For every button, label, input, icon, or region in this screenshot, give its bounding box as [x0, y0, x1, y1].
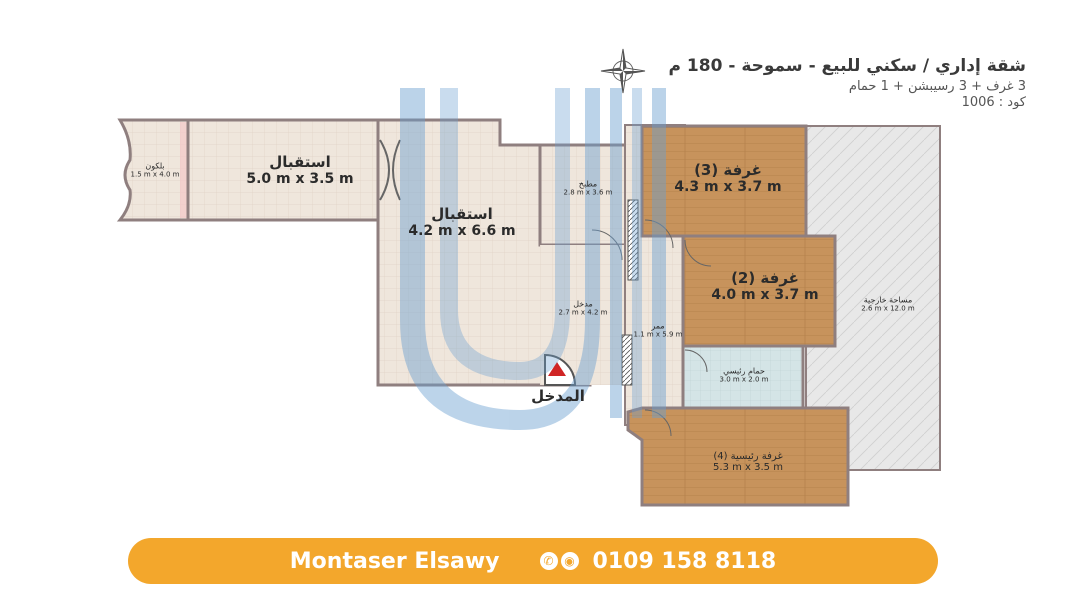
watermark-logo	[400, 88, 666, 430]
balcony-area	[116, 118, 190, 222]
floor-plan: بلكون 1.5 m x 4.0 m استقبال 5.0 m x 3.5 …	[116, 88, 941, 507]
bath-area	[681, 344, 805, 410]
hall-label: مدخل 2.7 m x 4.2 m	[558, 299, 608, 317]
compass-icon	[598, 46, 648, 96]
master-area	[626, 406, 850, 507]
phone-icon[interactable]: ✆	[539, 552, 558, 570]
corridor-label: ممر 1.1 m x 5.9 m	[633, 321, 683, 339]
whatsapp-icon[interactable]: ◉	[560, 552, 579, 570]
master-label: غرفة رئيسية (4) 5.3 m x 3.5 m	[713, 451, 783, 473]
reception2-label: استقبال 4.2 m x 6.6 m	[408, 205, 516, 239]
contact-name: Montaser Elsawy	[289, 548, 500, 574]
contact-banner[interactable]: Montaser Elsawy ✆ ◉ 0109 158 8118	[128, 538, 938, 584]
outdoor-area	[805, 125, 941, 471]
listing-code: كود : 1006	[961, 95, 1026, 110]
room3-area	[640, 124, 808, 238]
listing-subtitle: 3 غرف + 3 رسيبشن + 1 حمام	[848, 79, 1026, 94]
listing-title: شقة إداري / سكني للبيع - سموحة - 180 م	[668, 56, 1026, 76]
kitchen-label: مطبخ 2.8 m x 3.6 m	[563, 179, 613, 197]
floor-plan-drawing	[116, 88, 941, 507]
room2-area	[681, 234, 837, 348]
reception1-area	[186, 118, 396, 222]
reception1-label: استقبال 5.0 m x 3.5 m	[246, 153, 354, 187]
room3-label: غرفة (3) 4.3 m x 3.7 m	[674, 161, 782, 195]
listing-header: شقة إداري / سكني للبيع - سموحة - 180 م 3…	[669, 56, 1026, 110]
entrance-arrow-icon	[548, 362, 566, 376]
contact-icons: ✆ ◉	[539, 552, 579, 570]
room2-label: غرفة (2) 4.0 m x 3.7 m	[711, 269, 819, 303]
contact-phone[interactable]: 0109 158 8118	[592, 548, 777, 574]
outdoor-label: مساحة خارجية 2.6 m x 12.0 m	[861, 295, 915, 313]
entrance-label: المدخل	[531, 387, 585, 405]
bath-label: حمام رئيسي 3.0 m x 2.0 m	[719, 366, 769, 384]
balcony-label: بلكون 1.5 m x 4.0 m	[130, 161, 180, 179]
